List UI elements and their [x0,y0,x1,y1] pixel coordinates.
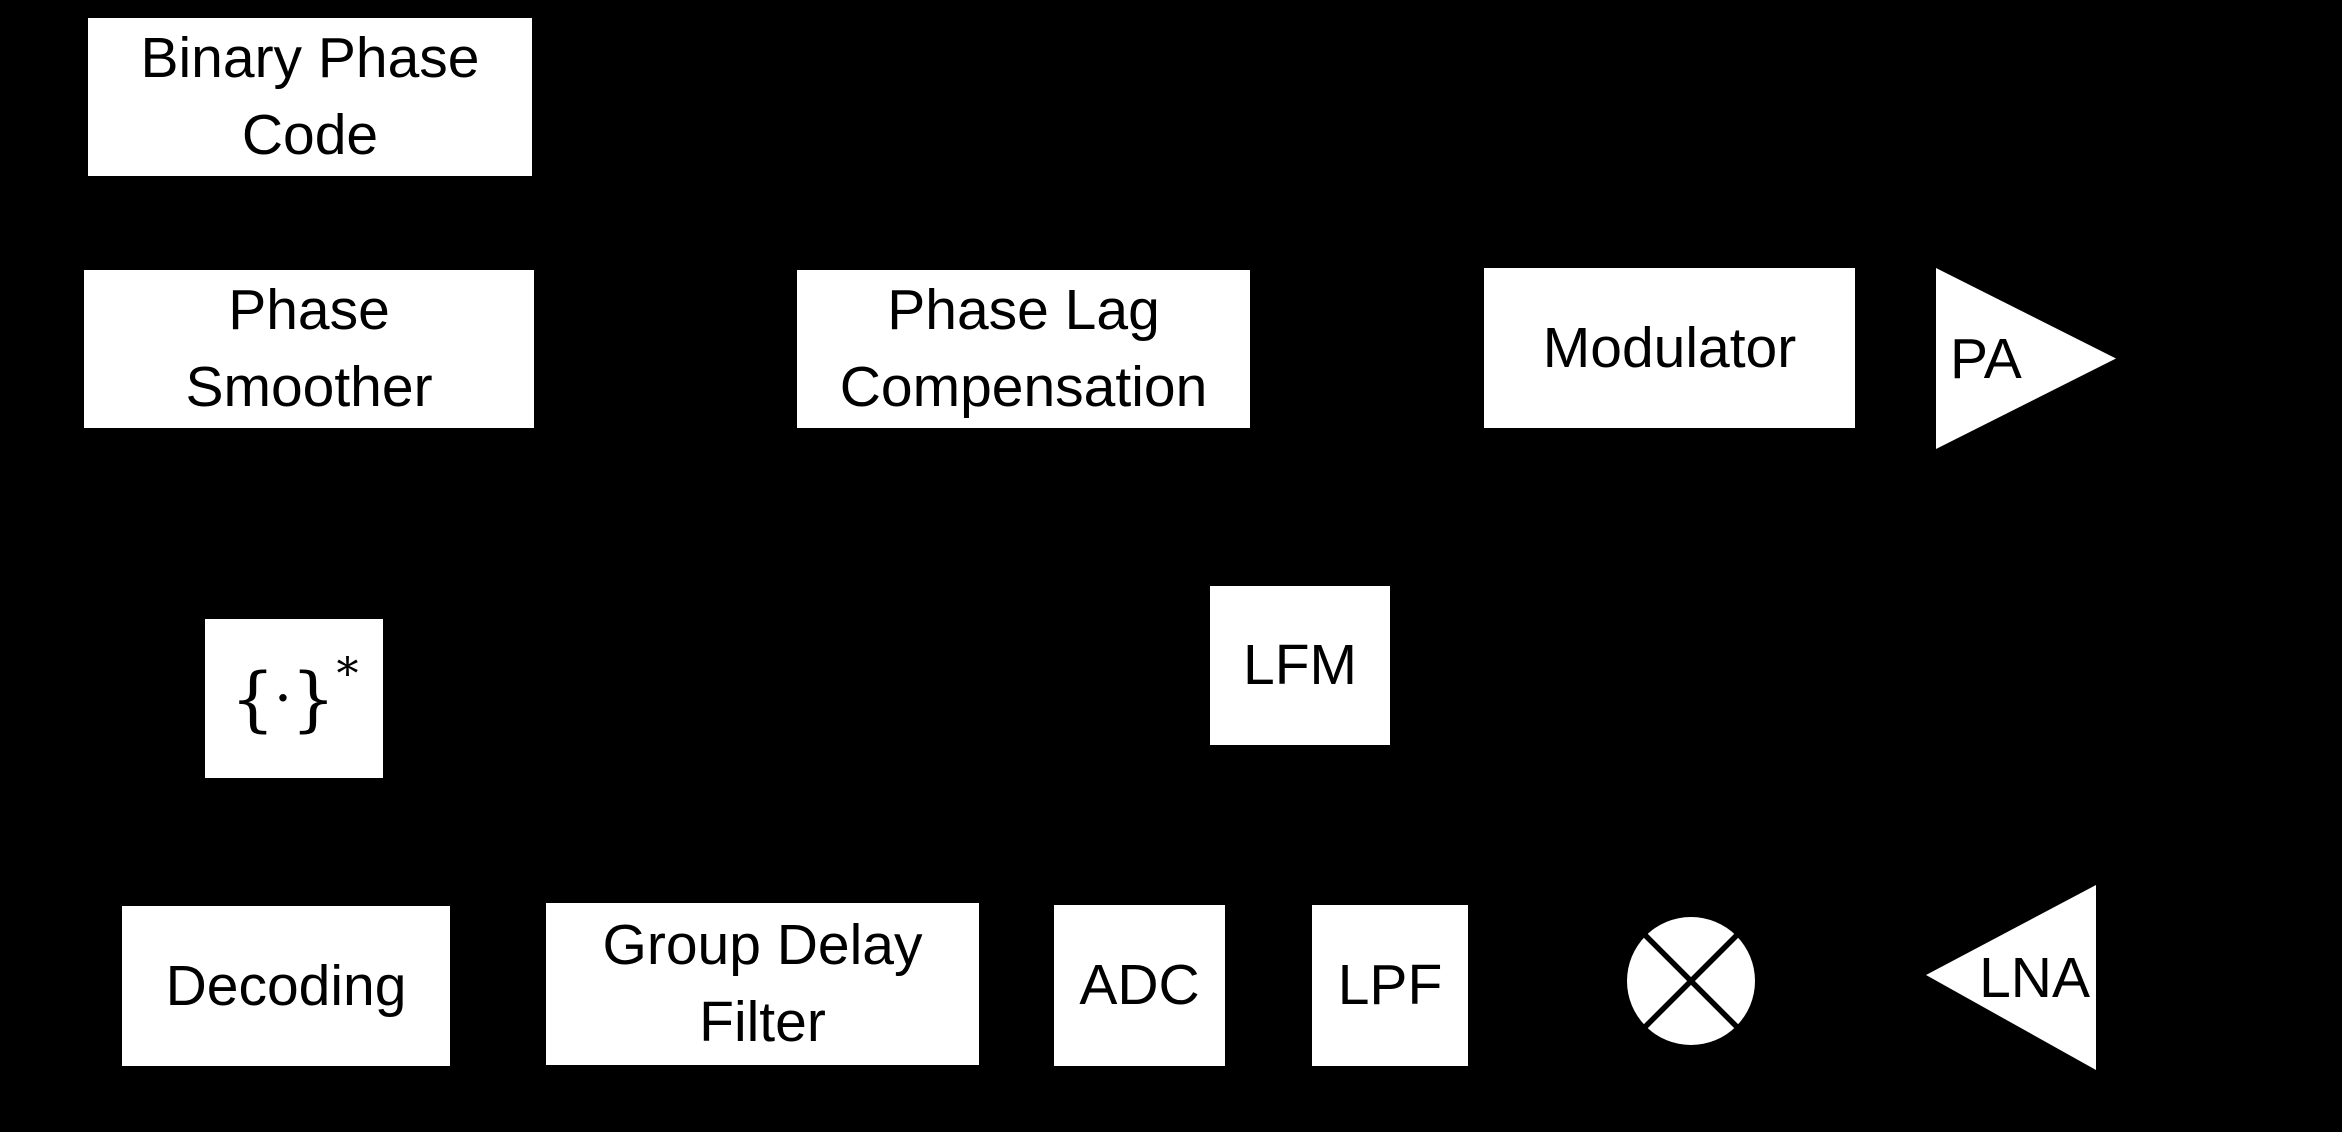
block-label: LPF [1337,953,1443,1017]
binary-phase-code-block: Binary Phase Code [88,18,532,176]
conjugate-asterisk: * [336,649,359,700]
block-label: Phase [228,278,390,342]
block-label: LFM [1243,633,1357,697]
block-label: Smoother [185,355,433,419]
block-label: Compensation [839,355,1208,419]
conjugate-operator-block: { · } * [205,619,383,778]
open-brace: { [230,657,276,740]
lfm-block: LFM [1210,586,1390,745]
lna-amplifier-triangle: LNA [1926,885,2096,1070]
phase-smoother-block: Phase Smoother [84,270,534,428]
phase-lag-compensation-block: Phase Lag Compensation [797,270,1250,428]
pa-label: PA [1950,326,2022,391]
block-label: Filter [699,990,826,1054]
lna-label: LNA [1979,945,2090,1010]
mixer-symbol [1624,916,1758,1046]
decoding-block: Decoding [122,906,450,1066]
block-label: ADC [1079,953,1200,1017]
block-label: Code [241,103,379,167]
pa-amplifier-triangle: PA [1936,268,2116,449]
center-dot: · [276,675,290,722]
block-label: Group Delay [602,913,923,977]
right-triangle-icon [1936,268,2116,449]
block-label: Binary Phase [140,26,480,90]
close-brace: } [290,657,336,740]
group-delay-filter-block: Group Delay Filter [546,903,979,1065]
block-label: Phase Lag [887,278,1160,342]
adc-block: ADC [1054,905,1225,1066]
lpf-block: LPF [1312,905,1468,1066]
block-label: Modulator [1542,315,1797,380]
left-triangle-icon [1926,885,2096,1070]
block-label: Decoding [165,953,407,1018]
multiply-cross-in-circle-icon [1627,917,1755,1045]
modulator-block: Modulator [1484,268,1855,428]
